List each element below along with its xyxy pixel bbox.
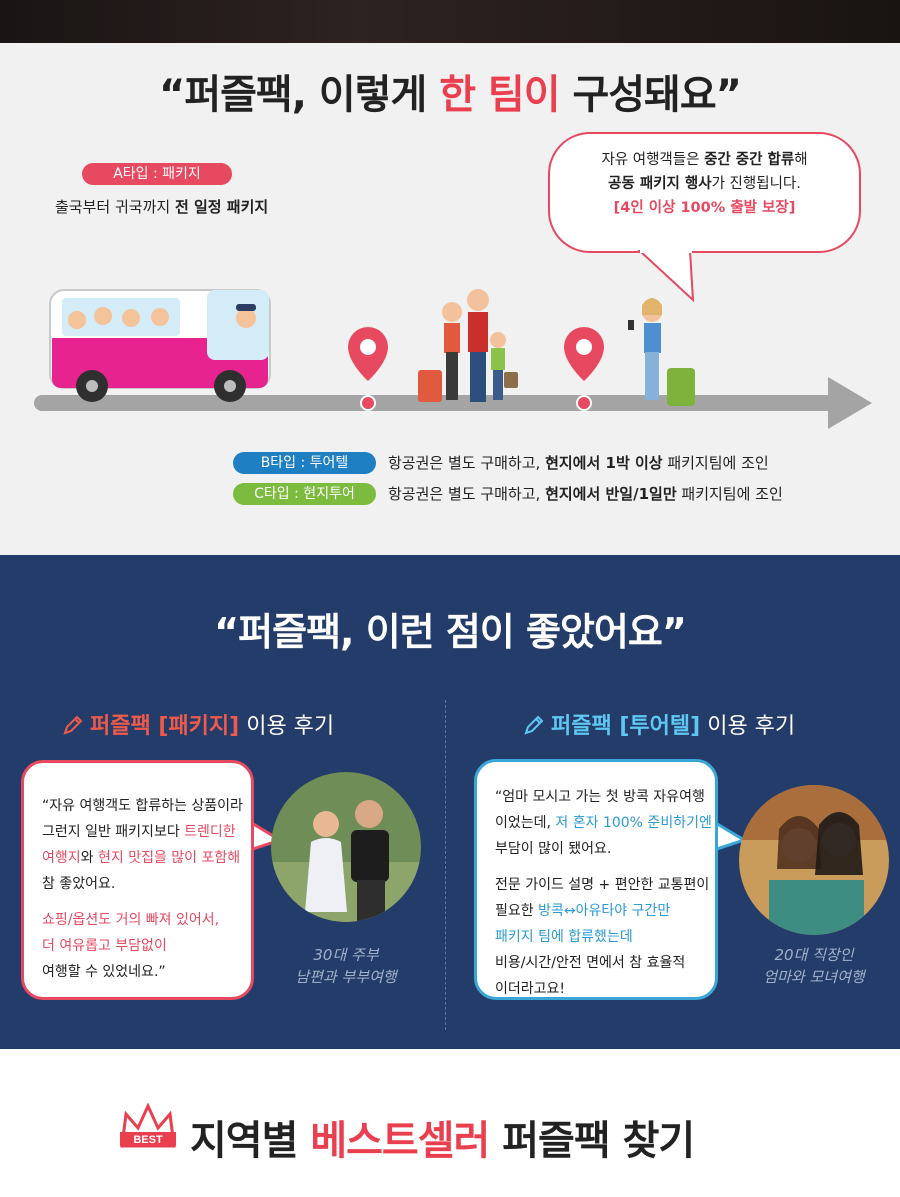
bubble-tail xyxy=(637,250,695,303)
solo-traveler-illustration xyxy=(628,298,695,406)
bus-illustration xyxy=(49,289,271,402)
type-c-badge: C타입 : 현지투어 xyxy=(233,483,376,505)
type-b-badge: B타입 : 투어텔 xyxy=(233,452,376,474)
type-a-description: 출국부터 귀국까지 전 일정 패키지 xyxy=(55,198,269,216)
location-pin-icon xyxy=(564,327,604,411)
bestseller-section xyxy=(0,1049,900,1197)
type-b-description: 항공권은 별도 구매하고, 현지에서 1박 이상 패키지팀에 조인 xyxy=(388,454,769,472)
type-c-description: 항공권은 별도 구매하고, 현지에서 반일/1일만 패키지팀에 조인 xyxy=(388,485,783,503)
family-travelers-illustration xyxy=(418,289,518,402)
join-info-bubble: 자유 여행객들은 중간 중간 합류해 공동 패키지 행사가 진행됩니다. [4인… xyxy=(548,132,861,253)
pencil-icon xyxy=(524,715,544,735)
package-review-card: “자유 여행객도 합류하는 상품이라 그런지 일반 패키지보다 트렌디한 여행지… xyxy=(21,760,254,1000)
svg-text:BEST: BEST xyxy=(133,1134,163,1146)
couple-photo xyxy=(271,772,421,922)
type-a-badge: A타입 : 패키지 xyxy=(82,163,232,185)
section1-title: “퍼즐팩, 이렇게 한 팀이 구성돼요” xyxy=(159,72,742,118)
best-crown-icon: BEST xyxy=(120,1102,176,1148)
mother-daughter-photo xyxy=(739,785,889,935)
top-photo-strip xyxy=(0,0,900,43)
package-review-title: 퍼즐팩 [패키지] 이용 후기 xyxy=(62,708,334,740)
reviews-divider xyxy=(445,700,446,1030)
tourtel-review-title: 퍼즐팩 [투어텔] 이용 후기 xyxy=(523,708,795,740)
location-pin-icon xyxy=(348,327,388,411)
tourtel-review-card: “엄마 모시고 가는 첫 방콕 자유여행 이었는데, 저 혼자 100% 준비하… xyxy=(474,759,718,1000)
bestseller-title: 지역별 베스트셀러 퍼즐팩 찾기 xyxy=(190,1118,695,1164)
section2-title: “퍼즐팩, 이런 점이 좋았어요” xyxy=(214,610,687,654)
pencil-icon xyxy=(63,715,83,735)
route-arrow-head xyxy=(828,377,872,429)
route-illustration xyxy=(34,245,872,429)
